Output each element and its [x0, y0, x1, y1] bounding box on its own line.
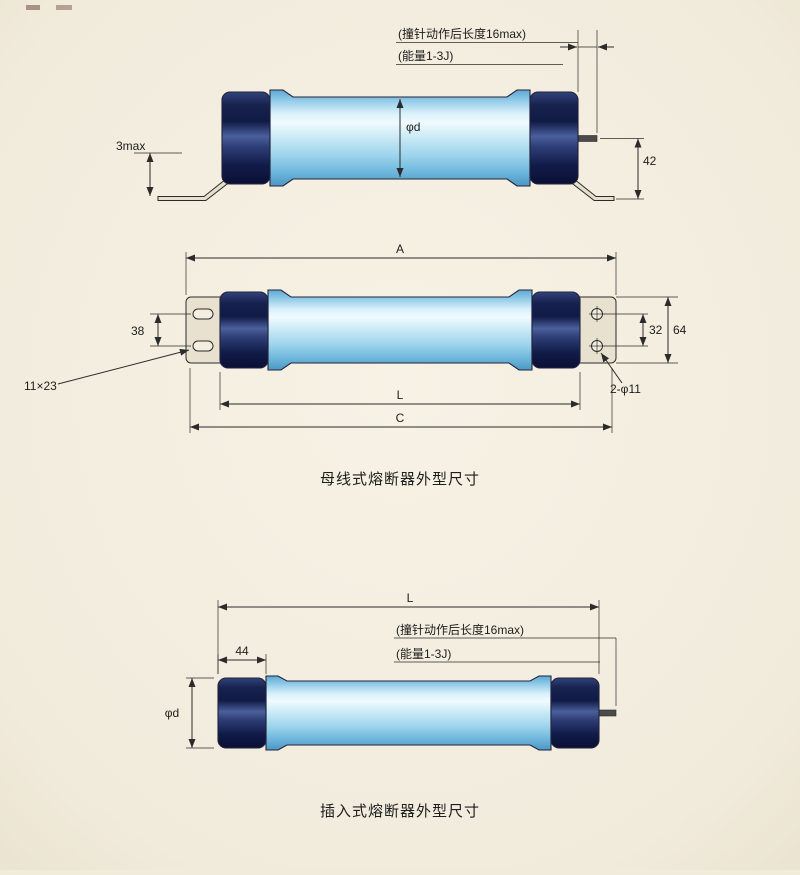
fuse-body-tube — [265, 675, 552, 751]
left-end-cap — [217, 677, 267, 749]
striker-note-line1: (撞针动作后长度16max) — [396, 622, 524, 637]
leader-line-slot — [57, 348, 190, 385]
striker-note-line2: (能量1-3J) — [398, 49, 453, 63]
dim-A-label: A — [396, 242, 404, 256]
slot-size-label: 11×23 — [24, 379, 57, 393]
dim-42-label: 42 — [643, 154, 657, 168]
striker-pin — [577, 135, 598, 142]
dim-64-label: 64 — [673, 323, 687, 337]
left-slot-bottom — [192, 340, 214, 352]
dim-32-label: 32 — [649, 323, 663, 337]
busbar-fuse-side-view: (撞针动作后长度16max) (能量1-3J) φd 3max 42 — [116, 26, 657, 201]
dim-44-label: 44 — [235, 644, 249, 658]
plugin-fuse-view: L (撞针动作后长度16max) (能量1-3J) 44 φd 插入式熔断器外型… — [165, 591, 617, 820]
right-end-cap — [531, 291, 581, 369]
diameter-label: φd — [165, 706, 179, 720]
scan-artifact — [56, 5, 72, 10]
scan-artifact — [26, 5, 40, 10]
hole-spec-label: 2-φ11 — [610, 382, 641, 396]
dim-C-label: C — [396, 411, 405, 425]
dim-L-label: L — [397, 388, 404, 402]
left-slot-top — [192, 308, 214, 320]
striker-note-line1: (撞针动作后长度16max) — [398, 26, 526, 41]
right-end-cap — [550, 677, 600, 749]
dim-38-label: 38 — [131, 324, 145, 338]
right-end-cap — [529, 91, 579, 185]
busbar-fuse-caption: 母线式熔断器外型尺寸 — [320, 471, 480, 488]
striker-pin — [598, 709, 617, 717]
plugin-fuse-caption: 插入式熔断器外型尺寸 — [320, 803, 480, 820]
left-end-cap — [219, 291, 269, 369]
busbar-fuse-plan-view: A 38 11×23 32 64 2-φ11 L C 母线式熔断器外型尺寸 — [24, 242, 687, 488]
leader-line-hole — [600, 352, 623, 384]
dim-L-label: L — [407, 591, 414, 605]
fuse-body-tube — [267, 289, 533, 371]
diameter-label: φd — [406, 120, 420, 134]
foot-offset-label: 3max — [116, 139, 145, 153]
striker-note-line2: (能量1-3J) — [396, 647, 451, 661]
left-end-cap — [221, 91, 271, 185]
